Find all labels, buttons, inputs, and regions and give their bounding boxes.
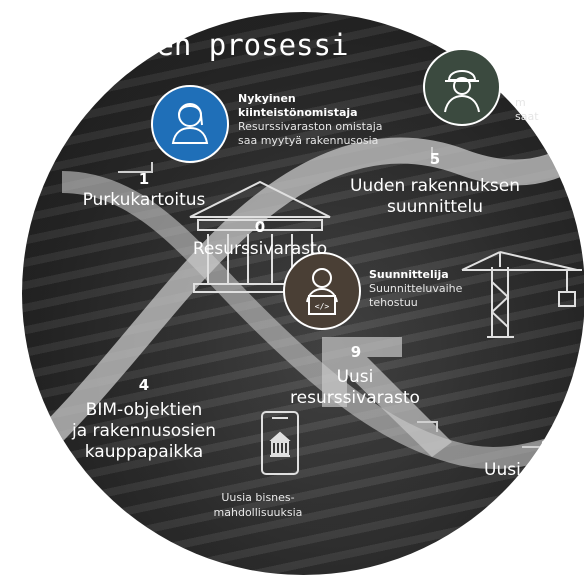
step-9-label: Uusi resurssivarasto [270,367,440,409]
designer-desc-2: tehostuu [369,296,418,309]
step-0-label: Resurssivarasto [192,239,328,259]
owner-title-1: Nykyinen [238,92,296,105]
owner-text: Nykyinen kiinteistönomistaja Resurssivar… [238,92,383,148]
step-5-line-1: Uuden rakennuksen [349,176,520,196]
step-5-line-2: suunnittelu [387,197,483,217]
step-8-number: 8 [540,437,552,455]
worker-text: m saat [515,96,539,124]
crane-icon [461,251,582,338]
worker-avatar [423,48,501,126]
step-8-label: Uusi [484,460,521,480]
step-9-number: 9 [350,343,362,361]
hardhat-worker-icon [444,70,480,113]
step-4-number: 4 [138,376,150,394]
step-4-line-3: kauppapaikka [84,442,204,462]
step-0-number: 0 [254,218,266,236]
designer-text: Suunnittelija Suunnitteluvaihe tehostuu [369,268,462,310]
step-5-label: Uuden rakennuksen suunnittelu [330,176,540,218]
page-title: uuden prosessi [104,28,349,62]
step-1-label: Purkukartoitus [82,190,206,210]
worker-desc-1: m [515,96,526,109]
worker-desc-2: saat [515,110,539,123]
step-4-line-2: ja rakennusosien [71,421,217,441]
designer-title: Suunnittelija [369,268,449,281]
arrow-shape [322,337,452,457]
person-icon [171,103,209,144]
process-curve [22,134,584,482]
step-5-number: 5 [429,150,441,168]
owner-avatar [151,85,229,163]
step-4-label: BIM-objektien ja rakennusosien kauppapai… [44,400,244,463]
designer-avatar: </> [283,252,361,330]
step-1-number: 1 [138,170,150,188]
developer-icon: </> [306,268,338,315]
business-line-2: mahdollisuuksia [213,506,303,519]
owner-desc-1: Resurssivaraston omistaja [238,120,383,133]
svg-text:</>: </> [315,302,330,311]
phone-icon [261,411,299,475]
step-9-line-1: Uusi [336,367,374,387]
owner-title-2: kiinteistönomistaja [238,106,358,119]
step-4-line-1: BIM-objektien [85,400,203,420]
business-text: Uusia bisnes- mahdollisuuksia [198,490,318,520]
owner-desc-2: saa myytyä rakennusosia [238,134,379,147]
designer-desc-1: Suunnitteluvaihe [369,282,463,295]
business-line-1: Uusia bisnes- [221,491,295,504]
step-9-line-2: resurssivarasto [290,388,420,408]
